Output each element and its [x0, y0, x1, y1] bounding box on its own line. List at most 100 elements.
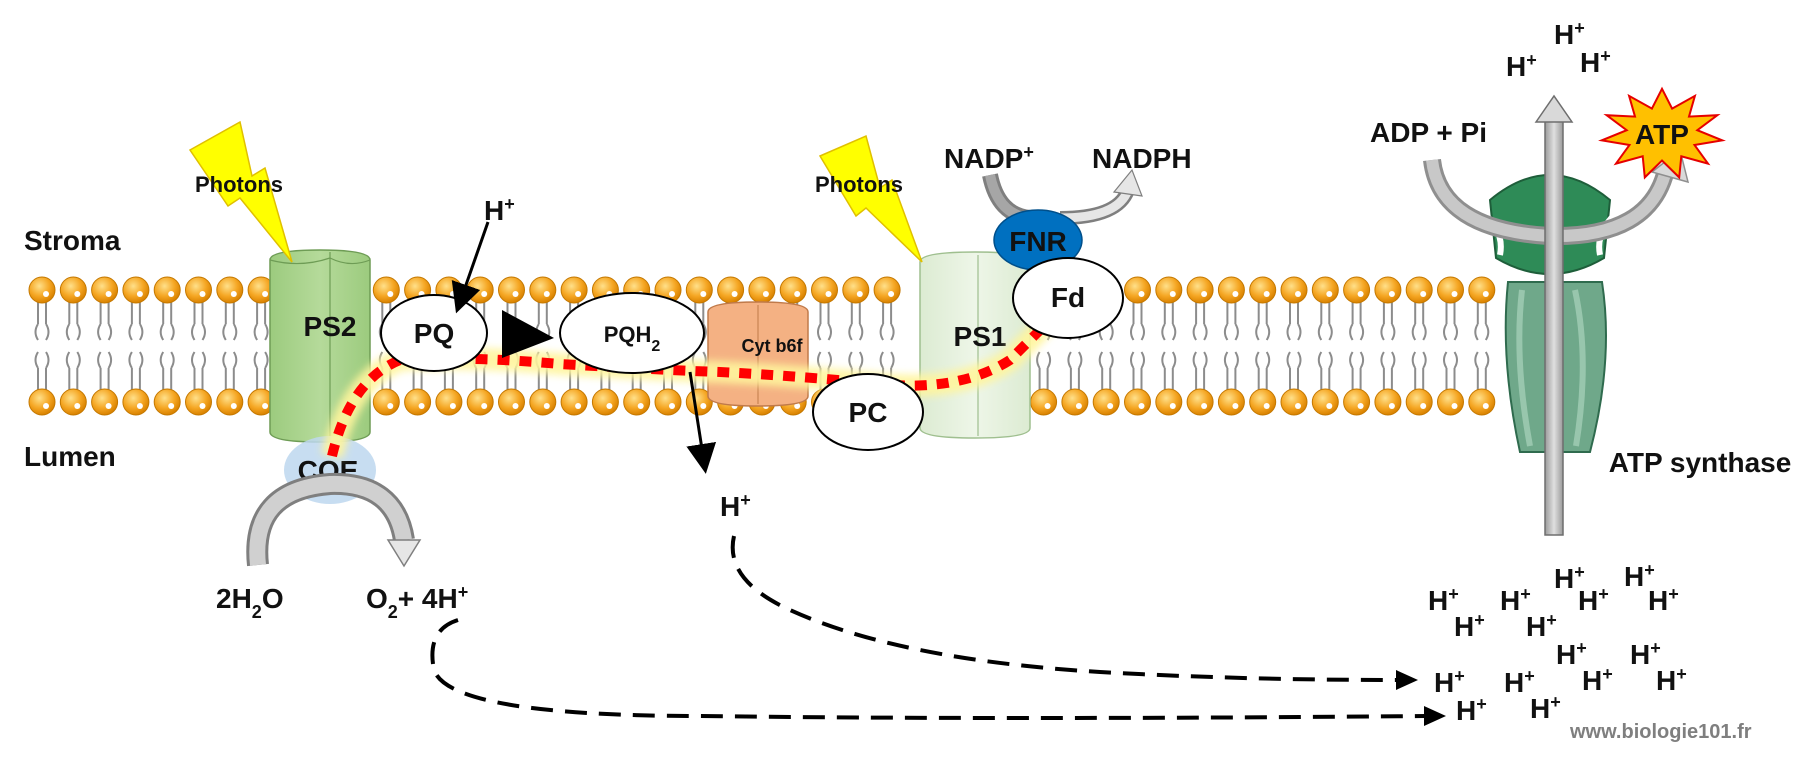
lipid-head — [685, 276, 713, 304]
electron-transport-path — [327, 314, 1056, 458]
lipid-head — [1186, 276, 1214, 304]
lipid-tail — [65, 302, 81, 390]
lipid-highlight — [387, 291, 394, 297]
lipid-head — [59, 276, 87, 304]
lipid-highlight — [1169, 403, 1176, 409]
lipid-highlight — [669, 291, 675, 297]
lipid-highlight — [1388, 291, 1395, 297]
adp-pi-label: ADP + Pi — [1370, 117, 1487, 148]
lipid-highlight — [199, 291, 206, 297]
lipid-highlight — [1138, 403, 1145, 409]
lipid-head — [372, 388, 400, 416]
lipid-head — [654, 388, 682, 416]
lipid-head — [1311, 388, 1339, 416]
lipid-highlight — [606, 403, 613, 409]
lipid-head — [1186, 388, 1214, 416]
proton-label: H+ — [1630, 638, 1661, 670]
lipid-highlight — [1295, 291, 1301, 297]
lipid-highlight — [1420, 291, 1427, 297]
lipid-head — [59, 388, 87, 416]
lipid-head — [435, 388, 463, 416]
proton-flow-dashed-2 — [430, 618, 1427, 720]
lipid-tail — [1443, 302, 1458, 390]
lipid-head — [1405, 388, 1433, 416]
lipid-tail — [1286, 302, 1302, 390]
oxygen-label: O2+ 4H+ — [366, 582, 468, 622]
lipid-highlight — [543, 403, 550, 409]
proton-ions: H+H+H+H+H+H+H+H+H+H+H+H+H+H+H+H+H+H+H+H+… — [484, 18, 1687, 726]
lipid-highlight — [762, 291, 769, 297]
lipid-highlight — [543, 291, 550, 297]
fd-carrier: Fd — [1012, 257, 1124, 339]
lipid-head — [623, 388, 651, 416]
lipid-highlight — [43, 291, 49, 297]
lipid-head — [1343, 276, 1371, 304]
lipid-highlight — [1326, 291, 1333, 297]
lipid-head — [185, 276, 212, 304]
lipid-head — [560, 388, 588, 416]
lipid-head — [1061, 388, 1089, 416]
lipid-highlight — [1201, 403, 1208, 409]
lipid-head — [873, 276, 901, 304]
proton-release-arrow — [686, 371, 717, 474]
lipid-head — [748, 276, 776, 304]
lipid-highlight — [1138, 291, 1145, 297]
lipid-highlight — [74, 403, 81, 409]
proton-label: H+ — [1500, 584, 1531, 616]
lipid-highlight — [199, 403, 206, 409]
lipid-highlight — [700, 291, 707, 297]
lipid-highlight — [105, 291, 112, 297]
proton-label: H+ — [1656, 664, 1687, 696]
lipid-head — [1468, 388, 1496, 416]
lipid-tail — [1161, 302, 1177, 390]
lipid-head — [1343, 388, 1371, 416]
lipid-highlight — [136, 403, 143, 409]
pq-label: PQ — [414, 318, 454, 349]
lipid-highlight — [1295, 403, 1301, 409]
lipid-tail — [191, 302, 206, 390]
lipid-head — [498, 388, 525, 416]
lipid-highlight — [669, 403, 675, 409]
lipid-highlight — [1420, 403, 1427, 409]
pc-label: PC — [849, 397, 888, 428]
nadp-label: NADP+ — [944, 142, 1034, 174]
lipid-highlight — [1107, 403, 1114, 409]
watermark: www.biologie101.fr — [1569, 721, 1752, 743]
lipid-highlight — [168, 291, 175, 297]
pqh2-label: PQH2 — [604, 322, 661, 355]
lipid-head — [529, 388, 557, 416]
proton-label: H+ — [1624, 560, 1655, 592]
lipid-highlight — [230, 403, 237, 409]
proton-label: H+ — [1434, 666, 1465, 698]
proton-label: H+ — [1526, 610, 1557, 642]
proton-label: H+ — [1530, 692, 1561, 724]
lipid-tail — [1411, 302, 1427, 390]
lipid-head — [404, 388, 432, 416]
cytb6f-label: Cyt b6f — [741, 336, 803, 356]
lipid-tail — [97, 302, 113, 390]
fnr-complex: FNR — [993, 209, 1083, 271]
lipid-tail — [159, 302, 175, 390]
lipid-head — [153, 276, 181, 304]
lipid-tail — [1317, 302, 1333, 390]
proton-channel-arrow — [1534, 94, 1574, 536]
lipid-head — [560, 276, 588, 304]
atp-label: ATP — [1635, 119, 1689, 150]
lipid-highlight — [825, 291, 832, 297]
photon-bolt-ps2: Photons — [188, 120, 293, 263]
lipid-highlight — [481, 403, 488, 409]
lipid-head — [372, 276, 400, 304]
lipid-head — [122, 276, 150, 304]
proton-label: H+ — [1556, 638, 1587, 670]
lumen-label: Lumen — [24, 441, 116, 472]
proton-label: H+ — [1554, 18, 1585, 50]
photon-bolt-ps1: Photons — [815, 134, 923, 263]
pqh2-carrier: PQH2 — [559, 292, 705, 374]
lipid-highlight — [1263, 291, 1270, 297]
lipid-tail — [34, 302, 50, 390]
lipid-highlight — [230, 291, 237, 297]
lipid-head — [466, 388, 494, 416]
proton-label: H+ — [720, 490, 751, 522]
lipid-head — [1249, 388, 1277, 416]
